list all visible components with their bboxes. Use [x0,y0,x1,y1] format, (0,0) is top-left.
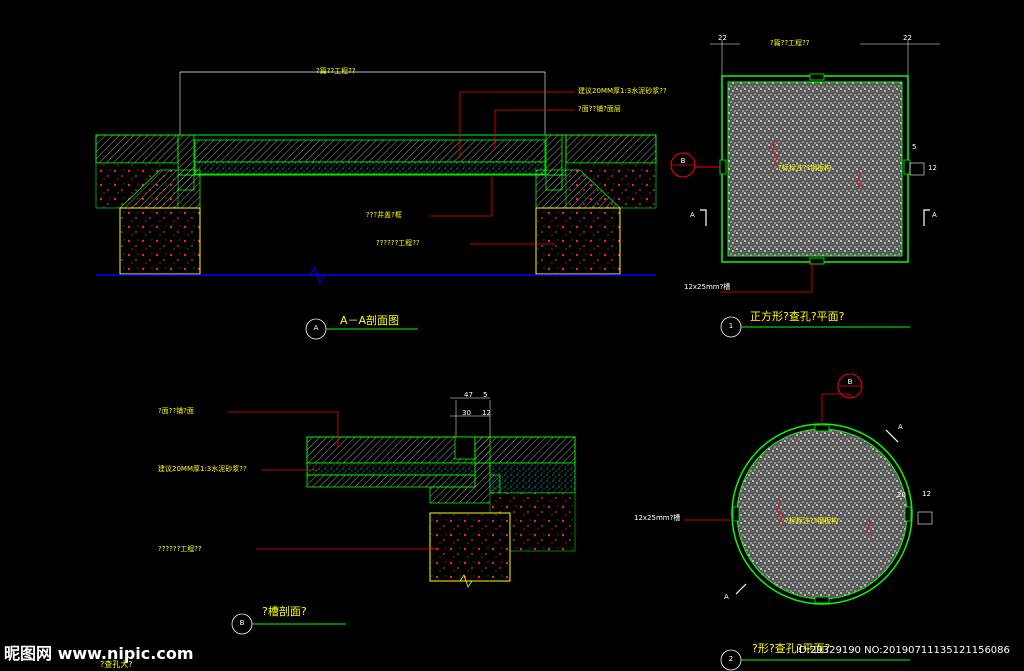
plan-round-dim-left: 20 [897,491,906,499]
plan-round-left-label: 12x25mm?槽 [634,514,681,522]
plan-round-cut-a-top: A [898,423,903,431]
plan-square-side-dim-a: 5 [912,143,917,151]
section-b-caption: ?查孔大? [100,660,133,669]
plan-square-cut-a-left: A [690,211,695,219]
section-b-dim-12: 12 [482,409,491,417]
section-b-label-surface: ?面??铺?面 [158,407,194,415]
plan-square-dim-right: 22 [903,34,912,42]
section-aa-label-structure: ??????工程?? [376,239,420,247]
section-b-label-structure: ??????工程?? [158,545,202,553]
plan-square-dim-left: 22 [718,34,727,42]
section-aa-title: A－A剖面图 [340,314,400,327]
plan-square-inner-label: ?标标注??钢板构 [778,164,832,172]
plan-square-marker-b: B [680,157,686,165]
plan-square-marker: 1 [728,322,734,330]
section-aa-marker: A [313,324,319,332]
section-aa-dimension: ?篇??工程?? [316,67,356,75]
section-aa-drawing [95,71,657,340]
plan-round-side-label: 12 [922,490,931,498]
section-b-marker: B [239,619,245,627]
watermark-brand: 昵图网 www.nipic.com [4,644,194,663]
plan-round-drawing [684,373,933,671]
plan-round-marker-b: B [847,378,853,386]
section-b-label-mortar: 建议20MM厚1:3水泥砂浆?? [158,465,247,473]
section-b-dim-30: 30 [462,409,471,417]
plan-square-side-dim-b: 12 [928,164,937,172]
plan-square-bottom-label: 12x25mm?槽 [684,283,731,291]
plan-round-inner-label: ?标标注??钢板构 [785,517,839,525]
section-b-title: ?槽剖面? [262,605,307,618]
plan-square-cut-a-right: A [932,211,937,219]
plan-square-dim-center: ?篇??工程?? [770,39,810,47]
section-aa-label-mortar: 建议20MM厚1:3水泥砂浆?? [578,87,667,95]
watermark-id: ID:29329190 NO:20190711135121156086 [796,645,1010,656]
plan-round-marker: 2 [728,655,734,663]
section-b-dim-47: 47 [464,391,473,399]
section-aa-label-surface: ?面??铺?面层 [578,105,621,113]
plan-square-drawing [670,40,940,338]
plan-round-cut-a-bottom: A [724,593,729,601]
plan-square-title: 正方形?查孔?平面? [750,310,845,323]
section-b-dim-5: 5 [483,391,488,399]
section-b-drawing [228,397,576,635]
plan-round-title: ?形?查孔?平面? [752,642,831,655]
section-aa-label-frame: ???井盖?框 [366,211,402,219]
